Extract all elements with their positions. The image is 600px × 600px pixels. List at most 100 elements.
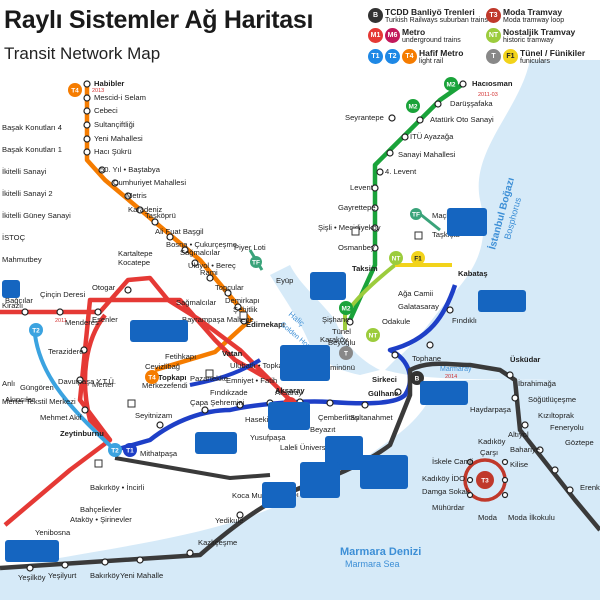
station-label: Bosna • Çukurçeşme: [166, 240, 237, 249]
station-label: 50. Yıl • Baştabya: [100, 165, 161, 174]
station-label: İbrahimağa: [518, 379, 557, 388]
svg-text:T2: T2: [111, 448, 119, 455]
station-label: Sağmalcılar: [180, 248, 221, 257]
legend-title: Metro: [402, 27, 426, 37]
line-badge-icon: T2: [385, 49, 400, 64]
map-title: Raylı Sistemler Ağ Haritası: [4, 6, 314, 34]
line-nt: [343, 263, 397, 330]
station-label: Çapa Şehremini: [190, 398, 245, 407]
station-label: Fındıklı: [452, 316, 477, 325]
svg-text:NT: NT: [392, 256, 401, 263]
station-label: Edirnekapı: [246, 320, 285, 329]
station-label: İkitelli Sanayi: [2, 167, 47, 176]
station-label: Rami: [200, 268, 218, 277]
station-label: Çarşı: [480, 448, 498, 457]
station-label: Bakırköy • İncirli: [90, 483, 144, 492]
station-label: Şişhane: [322, 315, 349, 324]
station-label: Aksaray: [275, 386, 305, 395]
station-label: Hacıosman: [472, 79, 513, 88]
station-label: Karadeniz: [128, 205, 162, 214]
station-label: Yeni Mahalle: [120, 571, 163, 580]
station-label: Kazlıçeşme: [198, 538, 237, 547]
station-label: Kadıköy İDO: [422, 474, 465, 483]
line-marmaray-branch: [114, 456, 271, 480]
station-label: Tünel: [332, 327, 351, 336]
station-label: Yedikule: [215, 516, 243, 525]
station-label: Sağmalcılar: [176, 298, 217, 307]
svg-text:M2: M2: [446, 82, 455, 89]
svg-text:T1: T1: [126, 448, 134, 455]
station-label: Tophane: [412, 354, 441, 363]
line-badge-icon: B: [368, 8, 383, 23]
station-label: Akıncılar: [5, 395, 35, 404]
station-label: Kadıköy: [478, 437, 506, 446]
map-subtitle: Transit Network Map: [4, 44, 161, 63]
svg-text:M2: M2: [408, 104, 417, 111]
svg-text:T2: T2: [32, 328, 40, 335]
svg-text:TF: TF: [412, 212, 420, 219]
station-label: Moda İlkokulu: [508, 513, 555, 522]
station-label: Piyer Loti: [234, 243, 266, 252]
station-label: Altıyol: [508, 430, 529, 439]
station-label: Emniyet • Fatih: [226, 376, 277, 385]
station-label: Merter Tekstil Merkezi: [2, 397, 76, 406]
marmara-sea-label: Marmara Denizi: [340, 546, 421, 558]
station-label: Karaköy: [320, 335, 348, 344]
station-label: Çinçin Deresi: [40, 290, 85, 299]
station-label: Sirkeci: [372, 375, 397, 384]
station-label: Mehmet Akif: [40, 413, 83, 422]
year-m1: 2011: [55, 318, 67, 324]
line-badge-icon: T: [486, 49, 501, 64]
legend-title: Moda Tramvay: [503, 7, 563, 17]
station-label: Habibler: [94, 79, 124, 88]
station-label: Taşköprü: [145, 211, 176, 220]
line-t1: [114, 284, 458, 453]
line-m2: [347, 82, 465, 321]
station-label: Gayrettepe: [338, 203, 376, 212]
station-label: Seyitnizam: [135, 411, 172, 420]
station-label: Mühürdar: [432, 503, 465, 512]
station-label: Maçka: [432, 211, 455, 220]
station-label: Hacı Şükrü: [94, 147, 132, 156]
station-label: Kirazlı: [2, 301, 23, 310]
station-label: Kocatepe: [118, 258, 150, 267]
legend-subtitle: Turkish Railways suburban trains: [385, 17, 488, 24]
station-label: Mithatpaşa: [140, 449, 178, 458]
legend-title: Nostaljik Tramvay: [503, 27, 576, 37]
station-label: Yenibosna: [35, 528, 71, 537]
station-label: Taksim: [352, 264, 378, 273]
station-label: Başak Konutları 4: [2, 123, 62, 132]
station-label: Bahariye: [510, 445, 540, 454]
station-label: Şişli • Mecidiyeköy: [318, 223, 381, 232]
legend-subtitle: funiculars: [520, 58, 550, 65]
station-label: Bahçelievler: [80, 505, 122, 514]
svg-text:T: T: [344, 351, 348, 358]
legend-subtitle: historic tramway: [503, 37, 554, 44]
station-label: Merkezefendi: [142, 381, 188, 390]
legend-title: Hafif Metro: [419, 48, 464, 58]
station-label: Göztepe: [565, 438, 594, 447]
station-label: Fındıkzade: [210, 388, 248, 397]
station-label: Sultanahmet: [350, 413, 394, 422]
station-label: Fetihkapı: [165, 352, 196, 361]
svg-text:F1: F1: [414, 256, 422, 263]
arabic-callouts: [2, 208, 526, 562]
station-label: Laleli Üniversite: [280, 443, 334, 452]
station-label: Yeşilköy: [18, 573, 46, 582]
station-label: Davutpaşa Y.T.Ü.: [58, 377, 116, 386]
station-label: Menderes: [65, 318, 99, 327]
svg-text:T4: T4: [71, 88, 79, 95]
bosphorus-water: [385, 60, 600, 380]
station-label: Ulubatlı • Topkapı: [230, 361, 289, 370]
station-label: Osmanbey: [338, 243, 375, 252]
line-badge-icon: M1: [368, 28, 383, 43]
station-label: Metris: [126, 191, 147, 200]
